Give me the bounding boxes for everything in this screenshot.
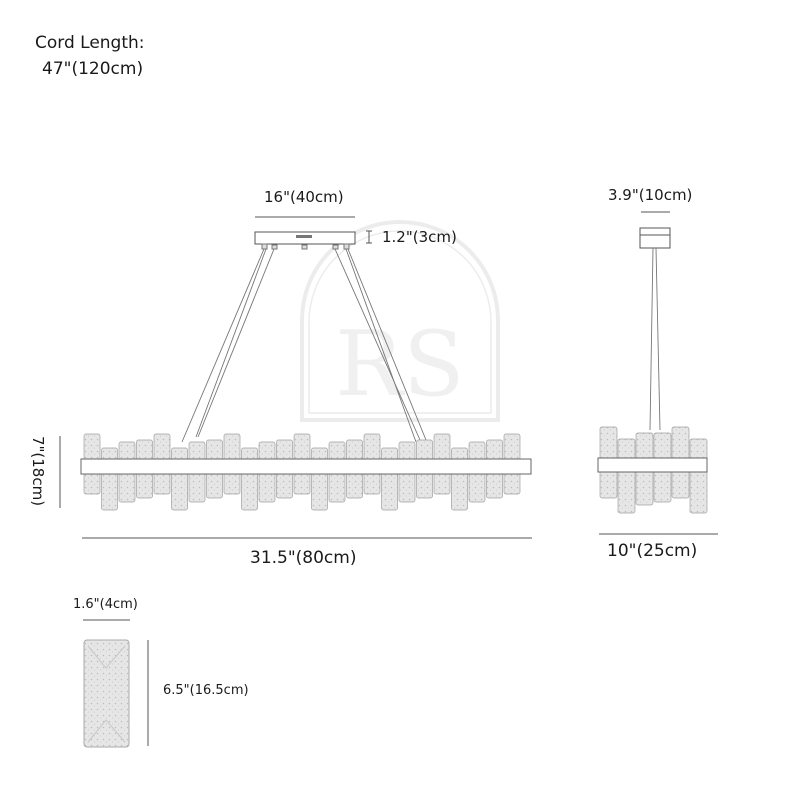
canopy-height-label: 1.2"(3cm) <box>382 228 457 246</box>
crystal-block <box>451 447 468 511</box>
front-ring-bar <box>80 458 532 475</box>
crystal-width-label: 1.6"(4cm) <box>73 597 138 612</box>
crystal-block <box>241 447 258 511</box>
side-cables <box>649 247 661 431</box>
crystal-block <box>381 447 398 511</box>
crystal-block <box>171 447 188 511</box>
crystal-block <box>311 447 328 511</box>
fixture-height-label: 7"(18cm) <box>29 435 47 507</box>
cord-length-title: Cord Length: <box>35 33 145 53</box>
crystal-piece <box>83 639 130 748</box>
cord-length-value: 47"(120cm) <box>42 59 144 79</box>
side-canopy-width-label: 3.9"(10cm) <box>608 186 693 204</box>
crystal-block <box>617 438 636 514</box>
front-cables <box>181 248 427 443</box>
side-ring-bar <box>597 457 708 473</box>
watermark-logo: RS <box>300 220 500 422</box>
fixture-width-label: 10"(25cm) <box>607 541 698 561</box>
crystal-block <box>689 438 708 514</box>
dimension-lines <box>59 211 718 746</box>
canopy-width-label: 16"(40cm) <box>264 188 344 206</box>
svg-text:RS: RS <box>335 312 464 417</box>
fixture-length-label: 31.5"(80cm) <box>250 548 357 568</box>
side-canopy <box>639 227 671 249</box>
crystal-block <box>101 447 118 511</box>
front-canopy <box>254 231 356 250</box>
crystal-height-label: 6.5"(16.5cm) <box>163 683 249 698</box>
